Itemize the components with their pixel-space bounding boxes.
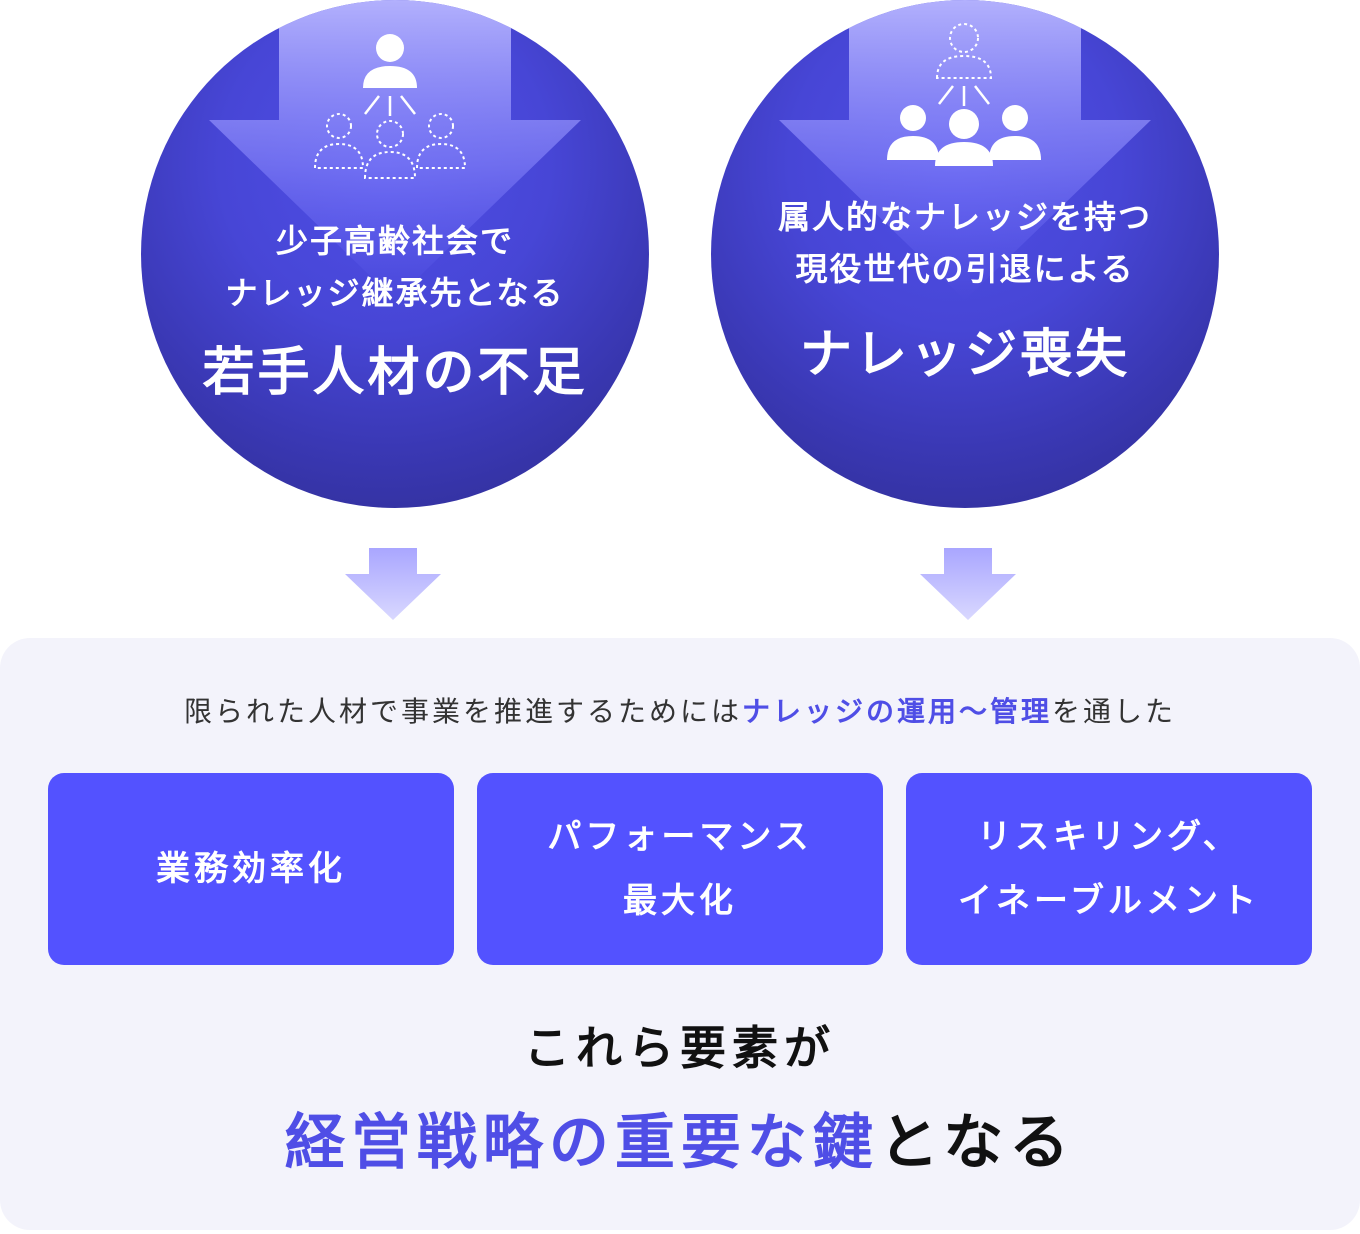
left-circle-line1: 少子高齢社会で	[275, 222, 514, 260]
lead-sentence: 限られた人材で事業を推進するためにはナレッジの運用〜管理を通した	[0, 690, 1360, 730]
circle-knowledge-loss: 属人的なナレッジを持つ 現役世代の引退による ナレッジ喪失	[711, 0, 1219, 508]
circle-young-talent-shortage: 少子高齢社会で ナレッジ継承先となる 若手人材の不足	[141, 0, 649, 508]
team-succession-icon	[313, 34, 467, 179]
card-line1: リスキリング、	[977, 817, 1241, 857]
lead-pre: 限られた人材で事業を推進するためには	[183, 695, 742, 728]
right-circle-line1: 属人的なナレッジを持つ	[777, 198, 1152, 236]
card-line1: 業務効率化	[156, 849, 346, 889]
card-reskilling-enablement: リスキリング、 イネーブルメント	[906, 773, 1312, 965]
lead-highlight: ナレッジの運用〜管理	[741, 695, 1052, 728]
lead-post: を通した	[1052, 695, 1177, 728]
left-circle-line2: ナレッジ継承先となる	[225, 274, 565, 312]
left-circle-title: 若手人材の不足	[202, 343, 588, 403]
big-down-arrow-graphic	[209, 0, 581, 300]
closing-rest: となる	[878, 1108, 1076, 1178]
closing-line1: これら要素が	[524, 1021, 836, 1075]
retiring-expert-icon	[887, 23, 1041, 166]
right-circle-line2: 現役世代の引退による	[795, 250, 1135, 288]
card-line2: イネーブルメント	[958, 881, 1260, 921]
right-circle-title: ナレッジ喪失	[799, 325, 1130, 385]
closing-line2: 経営戦略の重要な鍵となる	[0, 1094, 1360, 1181]
card-line1: パフォーマンス	[547, 817, 813, 857]
card-line2: 最大化	[623, 881, 737, 921]
down-arrow-icon	[345, 548, 441, 620]
down-arrow-icon	[920, 548, 1016, 620]
closing-highlight: 経営戦略の重要な鍵	[284, 1108, 879, 1178]
card-performance-maximization: パフォーマンス 最大化	[477, 773, 883, 965]
card-business-efficiency: 業務効率化	[48, 773, 454, 965]
